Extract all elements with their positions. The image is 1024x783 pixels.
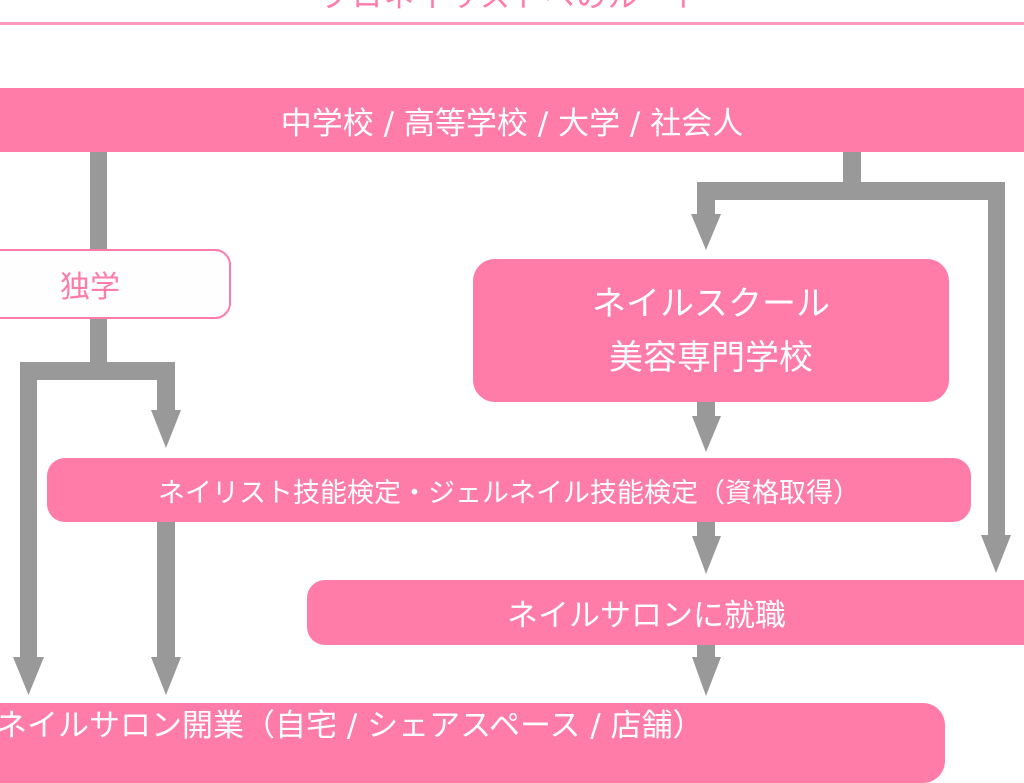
connector-school-to-cert bbox=[697, 402, 715, 418]
node-school-label-line1: ネイルスクール bbox=[592, 283, 830, 324]
node-school-label-line2: 美容専門学校 bbox=[609, 337, 813, 378]
arrowhead-school-to-cert bbox=[692, 416, 721, 452]
arrowhead-start-to-school bbox=[691, 214, 721, 250]
connector-start-to-job bbox=[988, 182, 1005, 538]
arrowhead-job-to-open bbox=[692, 657, 721, 696]
node-start: 中学校 / 高等学校 / 大学 / 社会人 bbox=[0, 88, 1024, 152]
connector-self-study-stem bbox=[90, 319, 107, 364]
connector-start-right-branch bbox=[697, 182, 1005, 200]
arrowhead-self-study-to-cert bbox=[151, 410, 181, 448]
arrowhead-self-study-to-open bbox=[13, 657, 44, 695]
connector-start-right-stem bbox=[843, 152, 861, 184]
node-start-label: 中学校 / 高等学校 / 大学 / 社会人 bbox=[280, 105, 744, 142]
connectors bbox=[13, 152, 1011, 696]
node-self-study: 独学 bbox=[0, 249, 231, 319]
connector-self-study-to-open bbox=[20, 362, 37, 660]
node-certification-label: ネイリスト技能検定・ジェルネイル技能検定（資格取得） bbox=[158, 477, 860, 509]
node-salon-open-label: ネイルサロン開業（自宅 / シェアスペース / 店舗） bbox=[0, 708, 704, 744]
node-certification: ネイリスト技能検定・ジェルネイル技能検定（資格取得） bbox=[47, 458, 971, 522]
connector-job-to-open bbox=[697, 645, 715, 659]
node-self-study-label: 独学 bbox=[60, 270, 120, 305]
node-salon-open: ネイルサロン開業（自宅 / シェアスペース / 店舗） bbox=[0, 703, 945, 783]
node-salon-job: ネイルサロンに就職 bbox=[307, 580, 1024, 645]
title-underline bbox=[0, 22, 1024, 25]
diagram-title: プロネイリストへのルート bbox=[0, 0, 1024, 18]
connector-cert-to-open bbox=[157, 522, 175, 660]
connector-cert-to-job bbox=[697, 522, 715, 538]
arrowhead-cert-to-job bbox=[692, 536, 721, 574]
node-salon-job-label: ネイルサロンに就職 bbox=[507, 598, 786, 634]
connector-self-study-to-cert bbox=[157, 362, 175, 412]
arrowhead-cert-to-open bbox=[151, 657, 181, 695]
connector-self-study-branch bbox=[20, 362, 175, 380]
arrowhead-start-to-job bbox=[981, 535, 1011, 573]
connector-start-to-self-study bbox=[90, 152, 107, 249]
connector-start-to-school bbox=[697, 182, 715, 216]
node-school: ネイルスクール 美容専門学校 bbox=[473, 259, 949, 402]
